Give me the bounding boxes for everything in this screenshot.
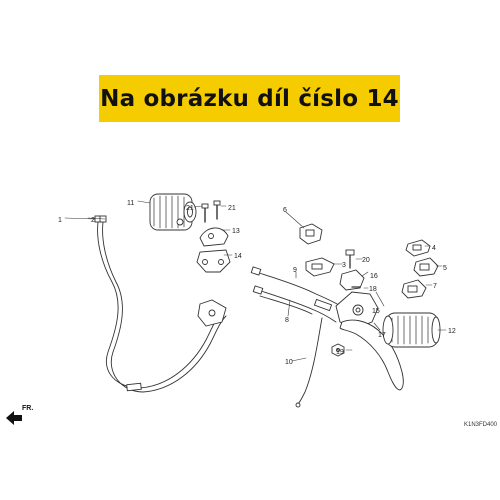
front-label: FR. [22, 405, 33, 412]
callout-14: 14 [234, 253, 242, 260]
callout-2: 2 [91, 217, 95, 224]
diagram-code: K1N3FD400 [464, 422, 498, 428]
callout-11: 11 [127, 200, 134, 207]
callout-20: 20 [362, 257, 370, 264]
callout-5: 5 [443, 265, 447, 272]
switch-5 [413, 257, 439, 277]
throttle-housing-lower [196, 249, 231, 273]
callout-21a: 21 [186, 205, 194, 212]
switch-3 [305, 257, 335, 277]
nut-19 [331, 343, 345, 357]
lever-cables [250, 266, 351, 408]
callout-9: 9 [293, 267, 297, 274]
leader-lines [64, 200, 447, 362]
banner-text: Na obrázku díl číslo 14 [100, 85, 399, 112]
left-grip [382, 312, 441, 348]
callout-12: 12 [448, 328, 456, 335]
callout-10: 10 [285, 359, 293, 366]
callout-7: 7 [433, 283, 437, 290]
callout-3: 3 [342, 262, 346, 269]
switch-7 [401, 279, 427, 299]
throttle-housing-upper [199, 227, 229, 247]
callout-15: 15 [372, 308, 380, 315]
screws [201, 200, 221, 223]
part-number-banner: Na obrázku díl číslo 14 [99, 75, 400, 122]
callout-numbers: 1 2 11 21 21 13 14 6 3 9 8 10 4 5 7 20 1… [22, 200, 498, 428]
callout-16: 16 [370, 273, 378, 280]
switch-6 [299, 223, 323, 245]
callout-19: 19 [336, 349, 344, 356]
throttle-grip [149, 193, 197, 231]
callout-13: 13 [232, 228, 240, 235]
callout-18: 18 [369, 286, 377, 293]
callout-1: 1 [58, 217, 62, 224]
front-arrow-icon [6, 411, 22, 425]
switch-16 [339, 269, 365, 291]
throttle-cables [94, 215, 227, 393]
callout-6: 6 [283, 207, 287, 214]
switch-4 [405, 239, 431, 257]
callout-17: 17 [378, 332, 386, 339]
brake-lever [339, 319, 404, 391]
callout-8: 8 [285, 317, 289, 324]
callout-21b: 21 [228, 205, 236, 212]
callout-4: 4 [432, 245, 436, 252]
